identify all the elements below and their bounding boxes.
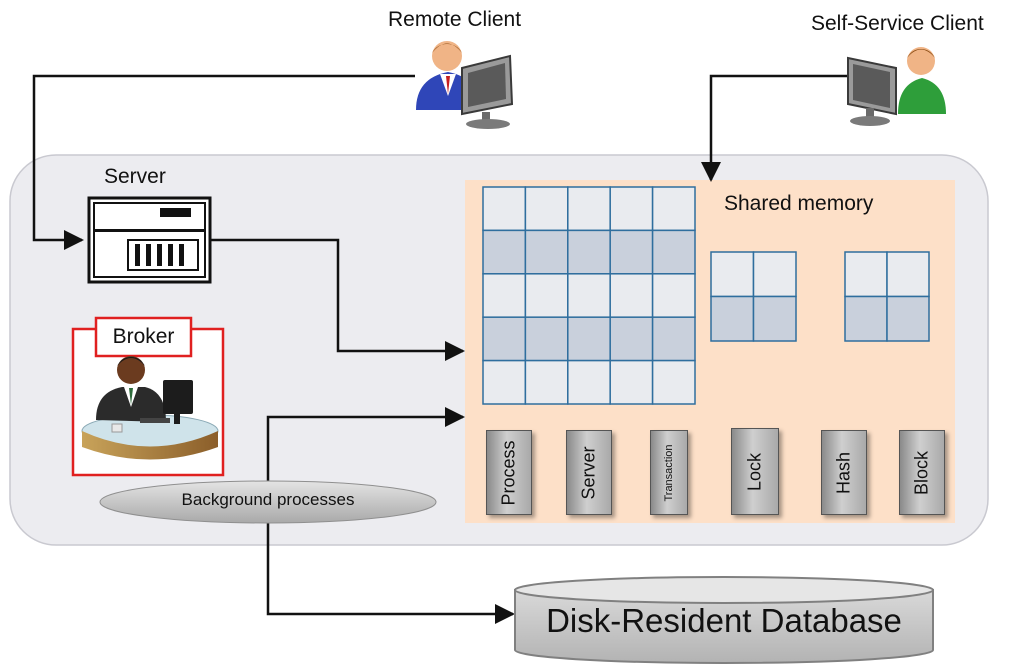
- memory-cell: [567, 359, 611, 405]
- memory-cell: [609, 316, 654, 362]
- shared-memory-small-grid-2: [844, 251, 930, 342]
- process-label-lock: Lock: [744, 452, 765, 491]
- memory-cell: [482, 229, 527, 275]
- memory-cell: [524, 273, 569, 318]
- remote-client-label: Remote Client: [388, 8, 522, 31]
- process-block-server: Server: [566, 430, 612, 515]
- shared-memory-small-grid-1: [710, 251, 797, 342]
- memory-cell: [524, 229, 569, 275]
- memory-cell: [567, 186, 611, 232]
- database-label: Disk-Resident Database: [546, 602, 902, 639]
- memory-cell: [609, 229, 654, 275]
- background-processes-label: Background processes: [181, 490, 355, 509]
- process-block-lock: Lock: [731, 428, 779, 515]
- process-block-block: Block: [899, 430, 945, 515]
- memory-cell: [651, 273, 696, 318]
- memory-cell: [844, 251, 888, 298]
- broker-label: Broker: [112, 325, 175, 348]
- memory-cell: [752, 251, 797, 298]
- connectors: [32, 74, 848, 624]
- process-block-hash: Hash: [821, 430, 867, 515]
- memory-cell: [567, 229, 611, 275]
- memory-cell: [482, 273, 527, 318]
- memory-cell: [609, 186, 654, 232]
- shared-memory-label: Shared memory: [724, 192, 874, 215]
- process-block-process: Process: [486, 430, 532, 515]
- process-block-transaction: Transaction: [650, 430, 688, 515]
- remote-to-server-connector: [32, 74, 415, 250]
- memory-cell: [482, 316, 527, 362]
- memory-cell: [524, 186, 569, 232]
- selfservice-client-monitor-icon: [847, 56, 897, 126]
- shared-memory-main-grid: [482, 186, 696, 405]
- process-label-transaction: Transaction: [663, 443, 675, 502]
- memory-cell: [609, 359, 654, 405]
- memory-cell: [651, 316, 696, 362]
- memory-cell: [482, 186, 527, 232]
- process-label-process: Process: [498, 439, 519, 506]
- selfservice-to-memory-connector: [701, 74, 848, 182]
- process-label-server: Server: [578, 445, 599, 500]
- memory-cell: [524, 316, 569, 362]
- memory-cell: [844, 295, 888, 342]
- server-to-memory-connector: [210, 238, 465, 361]
- memory-cell: [651, 186, 696, 232]
- memory-cell: [710, 251, 755, 298]
- memory-cell: [710, 295, 755, 342]
- background-to-memory-connector: [266, 407, 465, 486]
- memory-cell: [886, 295, 930, 342]
- server-icon: [87, 196, 212, 284]
- process-label-hash: Hash: [833, 451, 854, 494]
- process-label-block: Block: [911, 450, 932, 495]
- server-label: Server: [104, 165, 166, 188]
- memory-cell: [567, 316, 611, 362]
- database-cylinder: [514, 576, 934, 664]
- memory-cell: [609, 273, 654, 318]
- memory-cell: [886, 251, 930, 298]
- memory-cell: [482, 359, 527, 405]
- memory-cell: [524, 359, 569, 405]
- selfservice-client-person-icon: [898, 47, 946, 114]
- memory-cell: [651, 229, 696, 275]
- memory-cell: [752, 295, 797, 342]
- broker-label-box: [94, 316, 193, 358]
- background-to-database-connector: [266, 520, 515, 624]
- remote-client-monitor-icon: [461, 54, 514, 129]
- memory-cell: [567, 273, 611, 318]
- selfservice-client-label: Self-Service Client: [811, 12, 984, 35]
- background-processes-ellipse: [99, 480, 437, 524]
- broker-person-icon: [81, 356, 219, 460]
- memory-cell: [651, 359, 696, 405]
